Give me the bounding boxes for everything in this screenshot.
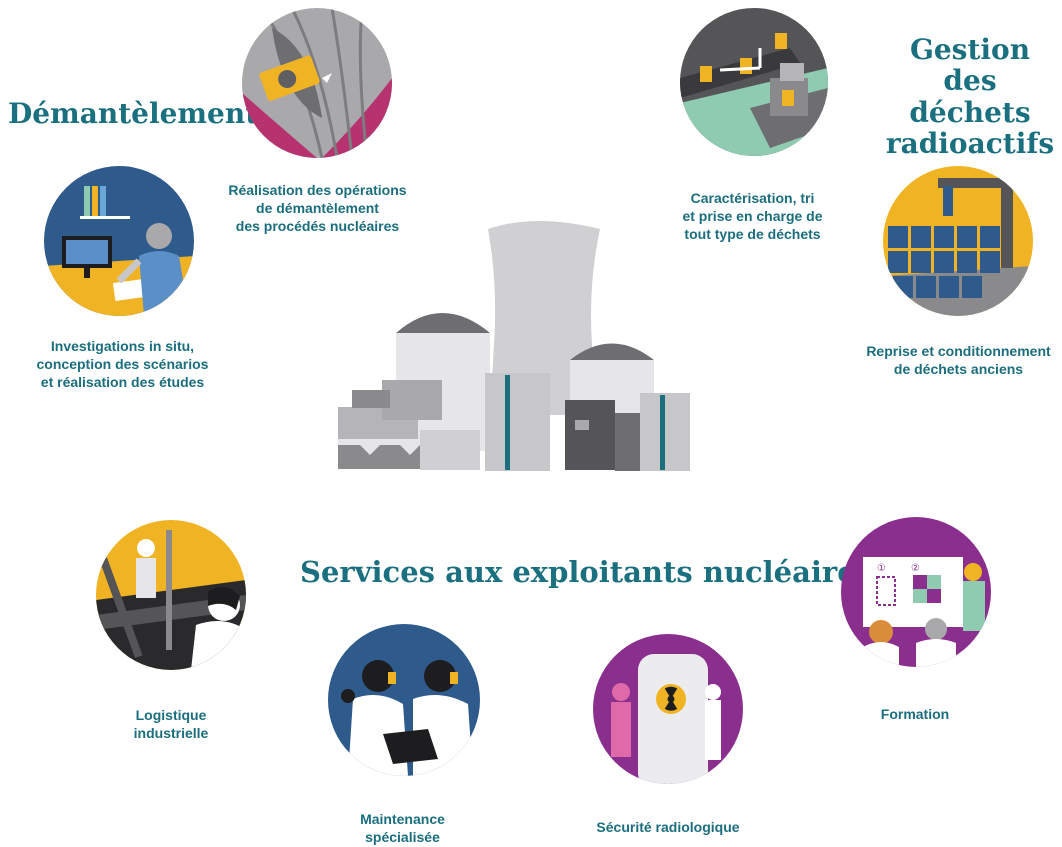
nuclear-plant-icon (330, 215, 730, 480)
caption-investigations: Investigations in situ, conception des s… (36, 338, 209, 390)
svg-text:②: ② (911, 563, 920, 574)
worker-harness-icon (96, 520, 246, 670)
caption-characterisation: Caractérisation, tri et prise en charge … (682, 190, 823, 242)
saw-icon (242, 8, 392, 158)
caption-training: Formation (880, 706, 950, 722)
caption-logistics: Logistique industrielle (133, 707, 209, 741)
caption-maintenance: Maintenance spécialisée (360, 811, 445, 845)
section-title-services: Services aux exploitants nucléaires (300, 555, 872, 589)
caption-dismantling-operations: Réalisation des opérations de démantèlem… (228, 182, 407, 234)
technicians-laptop-icon (328, 624, 480, 776)
section-title-waste-management: Gestion des déchets radioactifs (885, 33, 1055, 161)
svg-text:①: ① (877, 563, 886, 574)
drum-stack-crane-icon (883, 166, 1033, 316)
caption-radiation-safety: Sécurité radiologique (596, 819, 740, 835)
radiation-container-icon (593, 634, 743, 784)
caption-legacy-waste: Reprise et conditionnement de déchets an… (866, 343, 1051, 377)
conveyor-drums-icon (680, 8, 828, 156)
section-title-dismantling: Démantèlement (8, 97, 259, 130)
training-board-icon: ① ② (841, 517, 991, 667)
computer-desk-icon (44, 166, 194, 316)
